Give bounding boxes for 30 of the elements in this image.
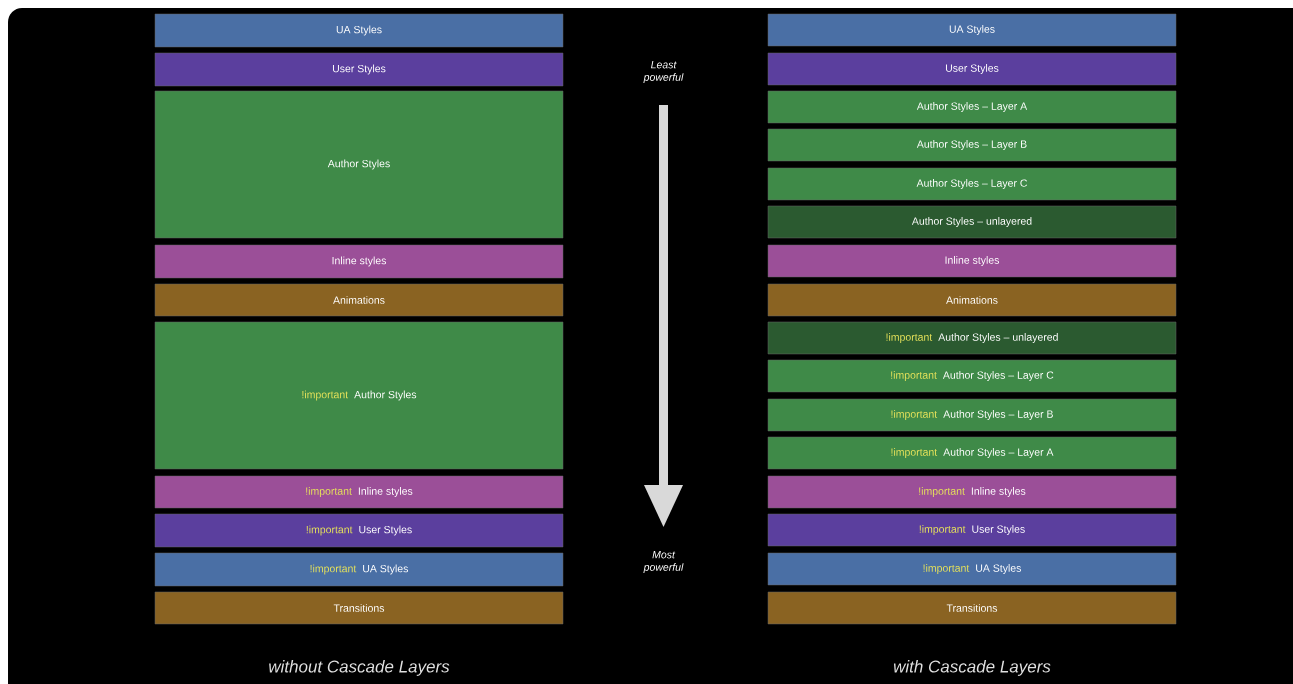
style-layer-bar: Author Styles — [154, 90, 564, 239]
style-layer-bar: !important Author Styles – Layer A — [767, 436, 1177, 470]
style-layer-bar: !important UA Styles — [767, 552, 1177, 586]
style-layer-bar: !important Author Styles – Layer B — [767, 398, 1177, 432]
style-layer-bar: User Styles — [767, 52, 1177, 86]
style-layer-bar: UA Styles — [767, 13, 1177, 47]
style-layer-bar: !important Author Styles — [154, 321, 564, 470]
style-layer-bar: !important Inline styles — [154, 475, 564, 509]
column-caption: with Cascade Layers — [893, 660, 1051, 676]
style-layer-bar: Author Styles – Layer C — [767, 167, 1177, 201]
style-layer-bar: Inline styles — [767, 244, 1177, 278]
style-layer-bar: !important Author Styles – unlayered — [767, 321, 1177, 355]
style-layer-bar: User Styles — [154, 52, 564, 87]
style-layer-bar: !important User Styles — [154, 513, 564, 548]
style-layer-bar: !important UA Styles — [154, 552, 564, 587]
style-layer-bar: Transitions — [154, 591, 564, 625]
style-layer-bar: Transitions — [767, 591, 1177, 625]
style-layer-bar: UA Styles — [154, 13, 564, 48]
style-layer-bar: Animations — [154, 283, 564, 317]
style-layer-bar: !important Inline styles — [767, 475, 1177, 509]
style-layer-bar: Author Styles – unlayered — [767, 205, 1177, 239]
style-layer-bar: Inline styles — [154, 244, 564, 279]
style-layer-bar: !important Author Styles – Layer C — [767, 359, 1177, 393]
direction-label: Most powerful — [643, 551, 684, 573]
style-layer-bar: Animations — [767, 283, 1177, 317]
style-layer-bar: !important User Styles — [767, 513, 1177, 547]
style-layer-bar: Author Styles – Layer A — [767, 90, 1177, 124]
column-caption: without Cascade Layers — [269, 660, 450, 676]
style-layer-bar: Author Styles – Layer B — [767, 128, 1177, 162]
direction-label: Least powerful — [643, 61, 684, 83]
